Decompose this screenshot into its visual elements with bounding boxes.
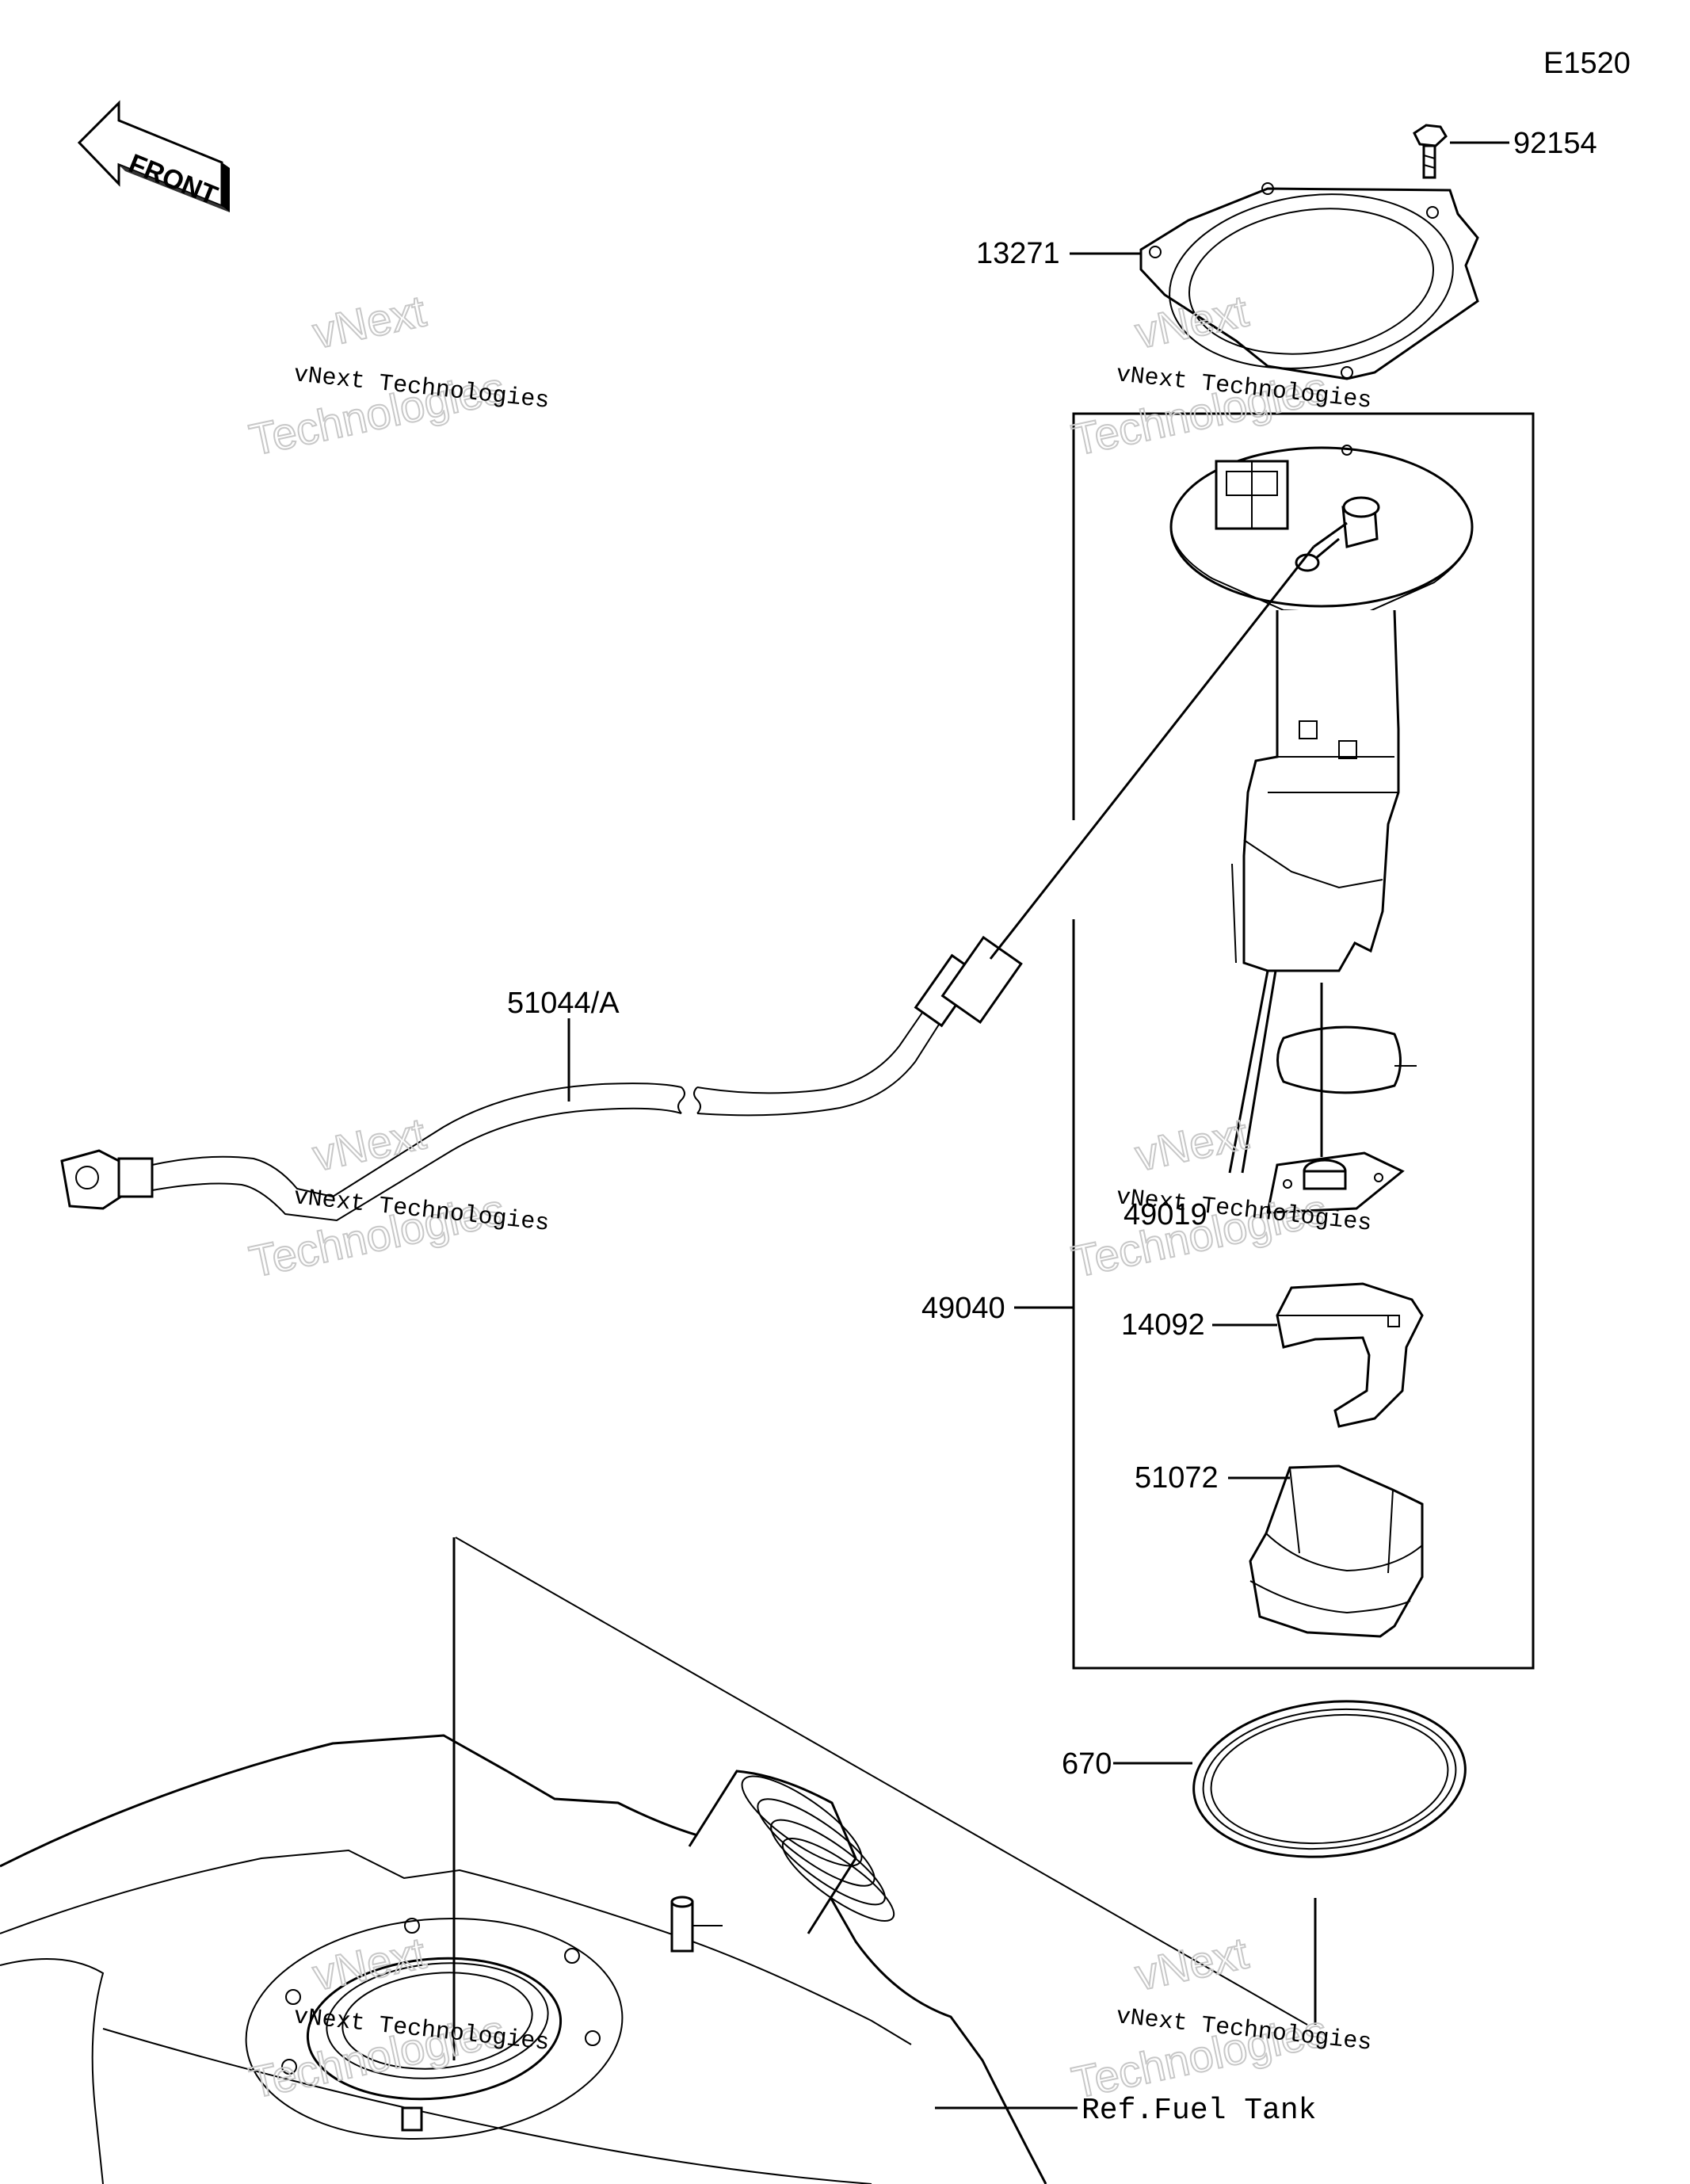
svg-text:vNext: vNext [1131,285,1253,357]
label-51072: 51072 [1135,1461,1219,1495]
cover-51072 [1228,1464,1424,1638]
diagram-code: E1520 [1543,47,1631,80]
gasket-13271 [1070,182,1479,380]
label-92154: 92154 [1513,127,1597,160]
assembly-lines [452,1537,1317,2060]
pump-assy-box [1014,412,1535,1670]
svg-text:vNext: vNext [308,285,430,357]
oring-670 [1113,1700,1467,1858]
label-13271: 13271 [976,237,1060,270]
front-arrow-icon: FRONT [77,100,230,212]
label-14092: 14092 [1121,1308,1205,1342]
fuel-tank [0,1734,1078,2184]
label-49019: 49019 [1123,1198,1207,1231]
watermark-6: vNext Technologies vNext Technologies [1066,1926,1372,2108]
label-51044a: 51044/A [507,987,620,1020]
svg-text:vNext: vNext [1131,1108,1253,1180]
svg-text:vNext: vNext [308,1108,430,1180]
label-49040: 49040 [921,1292,1005,1325]
svg-text:vNext: vNext [1131,1927,1253,1999]
bolt-92154 [1413,124,1509,179]
fuel-pump-unit [1169,445,1474,1174]
bracket-14092 [1212,1282,1424,1428]
watermark-1: vNext Technologies vNext Technologies [244,284,550,465]
label-670: 670 [1062,1747,1112,1781]
harness-51044a [60,546,1315,1222]
filter-49019 [1266,1151,1405,1214]
watermark-3: vNext Technologies vNext Technologies [244,1107,550,1287]
label-ref-fuel-tank: Ref.Fuel Tank [1082,2094,1316,2128]
